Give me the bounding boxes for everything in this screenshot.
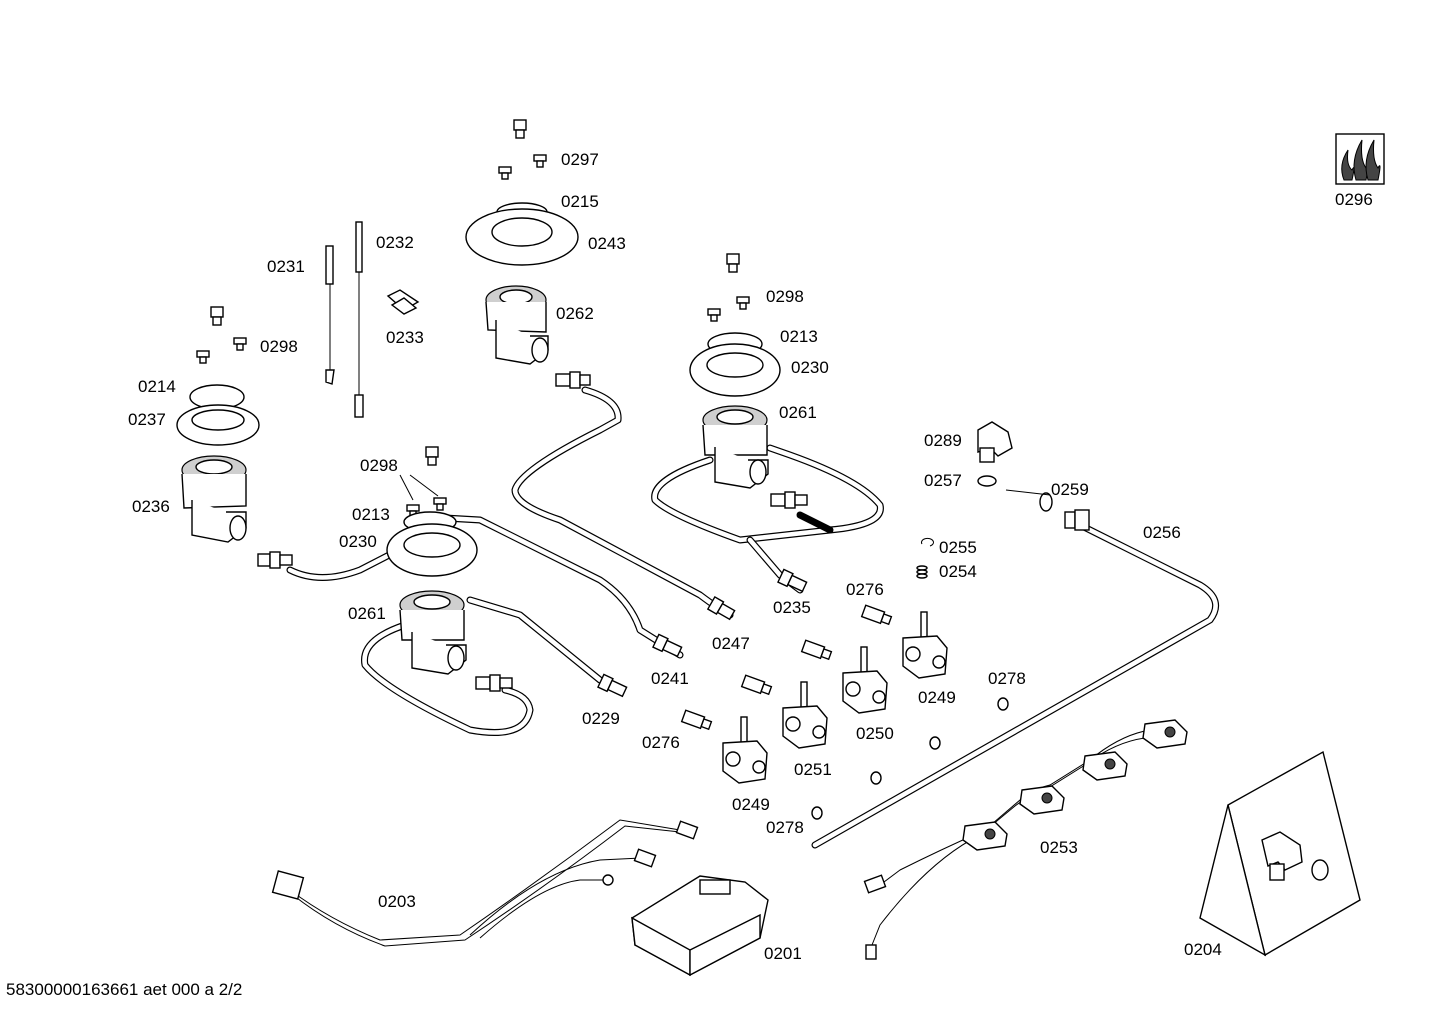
label-0215: 0215: [561, 192, 599, 211]
part-labels: 0297 0215 0243 0262 0231 0232 0233 0298 …: [128, 150, 1373, 963]
label-0262: 0262: [556, 304, 594, 323]
screw-icon: [233, 337, 247, 351]
label-0278-bot: 0278: [766, 818, 804, 837]
label-0298-mid: 0298: [360, 456, 398, 475]
label-0278-top: 0278: [988, 669, 1026, 688]
screw-icon: [513, 119, 527, 139]
label-0241: 0241: [651, 669, 689, 688]
left-burner-assembly: [176, 306, 260, 543]
flame-icon: [1335, 133, 1385, 185]
label-0296: 0296: [1335, 190, 1373, 209]
screw-icon: [425, 446, 439, 466]
label-0247: 0247: [712, 634, 750, 653]
label-0254: 0254: [939, 562, 977, 581]
pipe-fittings: [257, 371, 1090, 698]
label-0230-right: 0230: [791, 358, 829, 377]
label-0256: 0256: [1143, 523, 1181, 542]
label-0261-right: 0261: [779, 403, 817, 422]
clip-0255: [921, 537, 934, 547]
screw-icon: [736, 296, 750, 310]
screw-icon: [726, 253, 740, 273]
label-0298-left: 0298: [260, 337, 298, 356]
spring-0254: [916, 565, 928, 579]
label-0276-bot: 0276: [642, 733, 680, 752]
label-0298-right: 0298: [766, 287, 804, 306]
label-0235: 0235: [773, 598, 811, 617]
label-0253: 0253: [1040, 838, 1078, 857]
screw-icon: [498, 166, 512, 180]
label-0289: 0289: [924, 431, 962, 450]
label-0255: 0255: [939, 538, 977, 557]
label-0229: 0229: [582, 709, 620, 728]
rear-burner-assembly: [465, 119, 579, 365]
label-0250: 0250: [856, 724, 894, 743]
label-0297: 0297: [561, 150, 599, 169]
screw-icon: [196, 350, 210, 364]
right-burner-assembly: [689, 253, 781, 489]
label-0231: 0231: [267, 257, 305, 276]
label-0203: 0203: [378, 892, 416, 911]
label-0232: 0232: [376, 233, 414, 252]
label-0233: 0233: [386, 328, 424, 347]
seal-0259: [1039, 492, 1053, 512]
label-0259: 0259: [1051, 480, 1089, 499]
injectors: [680, 604, 893, 731]
middle-burner-assembly: [386, 446, 478, 675]
conversion-kit-0204: [1199, 750, 1361, 957]
leader-lines: [1005, 489, 1051, 496]
label-0251: 0251: [794, 760, 832, 779]
label-0201: 0201: [764, 944, 802, 963]
elbow-fitting-0289: [977, 421, 1013, 463]
screw-icon: [533, 154, 547, 168]
label-0237: 0237: [128, 410, 166, 429]
label-0276-top: 0276: [846, 580, 884, 599]
label-0214: 0214: [138, 377, 176, 396]
screw-icon: [707, 308, 721, 322]
spark-module-0201: [631, 875, 769, 977]
screw-icon: [210, 306, 224, 326]
label-0249-left: 0249: [732, 795, 770, 814]
seal-0257: [977, 475, 997, 487]
label-0213-right: 0213: [780, 327, 818, 346]
label-0257: 0257: [924, 471, 962, 490]
electrodes: [325, 221, 420, 418]
label-0249-right: 0249: [918, 688, 956, 707]
label-0204: 0204: [1184, 940, 1222, 959]
label-0213-mid: 0213: [352, 505, 390, 524]
ignition-harness-0203: [271, 819, 699, 947]
label-0230-mid: 0230: [339, 532, 377, 551]
label-0236: 0236: [132, 497, 170, 516]
label-0261-mid: 0261: [348, 604, 386, 623]
label-0243: 0243: [588, 234, 626, 253]
screw-icon: [433, 497, 447, 511]
document-id-footer: 58300000163661 aet 000 a 2/2: [6, 980, 243, 999]
o-rings: [811, 697, 1009, 820]
gas-taps: [722, 611, 948, 784]
ignition-switch-harness: [863, 719, 1188, 960]
